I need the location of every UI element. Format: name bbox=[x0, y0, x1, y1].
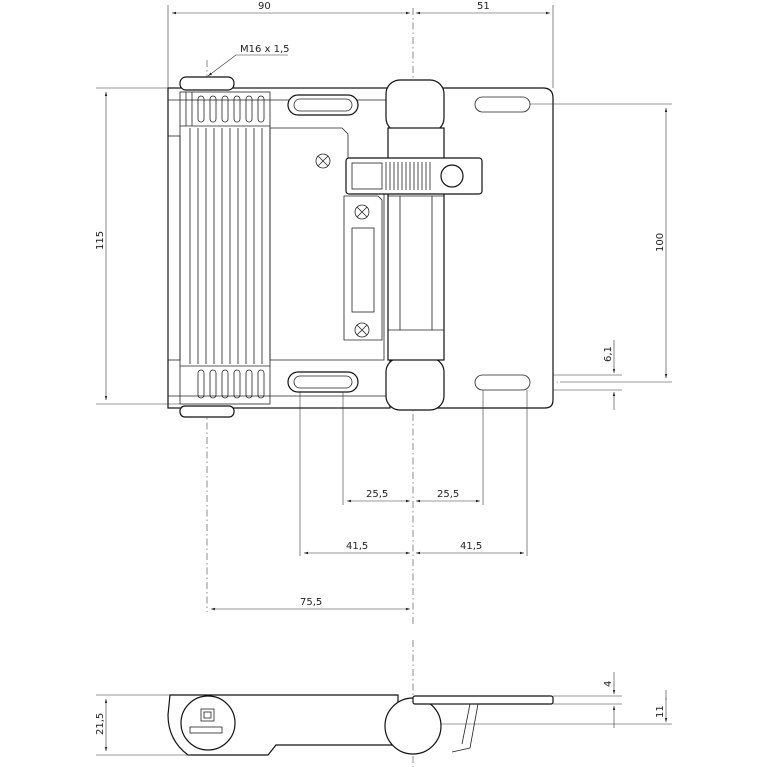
dim-label-slot-inner-right: 25,5 bbox=[437, 489, 459, 500]
dim-label-slot-outer-right: 41,5 bbox=[460, 541, 482, 552]
top-view: 90 51 M16 x 1,5 115 100 6,1 25,5 25,5 bbox=[95, 1, 672, 625]
top-cap bbox=[179, 76, 235, 91]
hinge-knuckle-top bbox=[385, 79, 445, 133]
dim-label-width-right: 51 bbox=[477, 1, 490, 12]
dim-label-slot-inner-left: 25,5 bbox=[366, 489, 388, 500]
housing-slot-bottom bbox=[287, 371, 359, 393]
gear-teeth bbox=[385, 162, 431, 190]
side-cover bbox=[167, 135, 181, 361]
housing-slot-top bbox=[287, 94, 359, 116]
dim-label-side-height: 21,5 bbox=[95, 713, 106, 735]
dim-label-slot-offset: 6,1 bbox=[603, 346, 614, 362]
hinge-knuckle-bottom bbox=[385, 357, 445, 411]
side-plate bbox=[412, 695, 554, 705]
dim-label-offset: 11 bbox=[655, 705, 666, 718]
bottom-cap bbox=[179, 405, 235, 418]
side-hinge-barrel bbox=[384, 697, 442, 755]
dim-label-thread-axis: 75,5 bbox=[300, 597, 322, 608]
status-window bbox=[351, 227, 375, 313]
side-thread-boss bbox=[180, 695, 236, 751]
plate-slot-top bbox=[474, 96, 531, 113]
dim-label-plate-thickness: 4 bbox=[603, 681, 614, 687]
dim-label-height-holes: 100 bbox=[655, 233, 666, 252]
dim-label-slot-outer-left: 41,5 bbox=[346, 541, 368, 552]
side-view: 21,5 4 11 bbox=[95, 640, 672, 767]
thread-note: M16 x 1,5 bbox=[240, 44, 290, 55]
screw-icon bbox=[315, 153, 370, 338]
plate-slot-bottom bbox=[474, 374, 531, 391]
dim-label-height-overall: 115 bbox=[95, 231, 106, 250]
actuator-pin bbox=[440, 164, 464, 188]
dim-label-width-left: 90 bbox=[258, 1, 271, 12]
